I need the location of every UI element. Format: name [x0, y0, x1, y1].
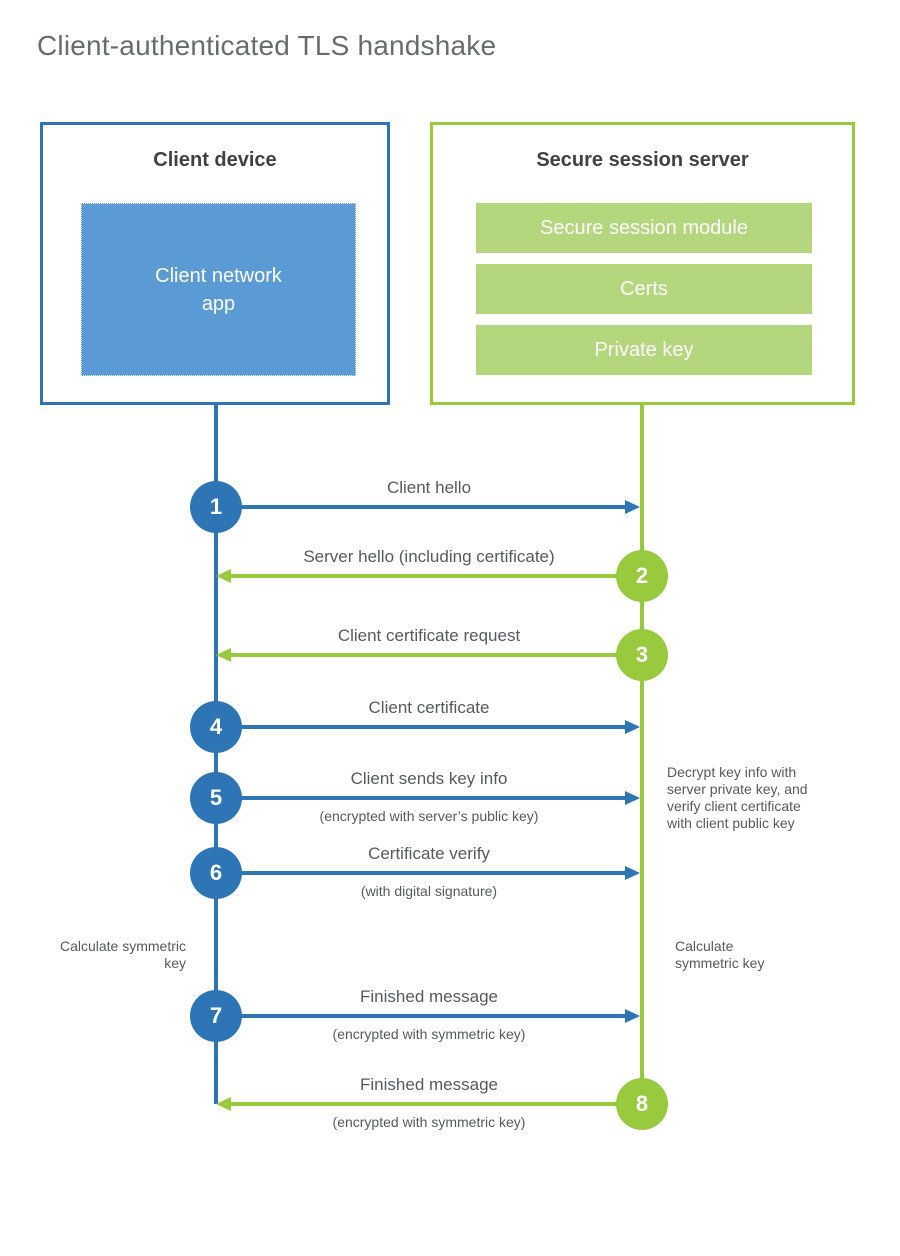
step-5-arrowhead-icon	[625, 791, 640, 805]
step-1-arrowhead-icon	[625, 500, 640, 514]
step-3-arrow	[231, 653, 642, 657]
step-8-arrow	[231, 1102, 642, 1106]
step-3-arrowhead-icon	[216, 648, 231, 662]
step-6-sublabel: (with digital signature)	[360, 883, 498, 899]
client-calculate-key-note: Calculate symmetric key	[59, 938, 186, 971]
step-8-circle: 8	[616, 1078, 668, 1130]
server-module-private-key: Private key	[476, 325, 812, 375]
step-4-arrow	[216, 725, 625, 729]
step-7-arrow	[216, 1014, 625, 1018]
step-5-label: Client sends key info	[350, 769, 508, 788]
step-4-circle: 4	[190, 701, 242, 753]
step-3-circle: 3	[616, 629, 668, 681]
client-device-box: Client device Client network app	[40, 122, 390, 405]
step-4-arrowhead-icon	[625, 720, 640, 734]
step-5-sublabel: (encrypted with server’s public key)	[319, 808, 539, 824]
step-2-arrow	[231, 574, 642, 578]
step-7-label: Finished message	[360, 987, 498, 1006]
page-title: Client-authenticated TLS handshake	[37, 30, 497, 61]
client-network-app-box: Client network app	[81, 203, 356, 376]
client-device-title: Client device	[153, 149, 277, 171]
step-1-arrow	[216, 505, 625, 509]
step-5-arrow	[216, 796, 625, 800]
step-1-circle: 1	[190, 481, 242, 533]
step-7-arrowhead-icon	[625, 1009, 640, 1023]
step-5-circle: 5	[190, 772, 242, 824]
step-8-sublabel: (encrypted with symmetric key)	[332, 1114, 526, 1130]
secure-session-server-title: Secure session server	[536, 149, 749, 171]
server-calculate-key-note: Calculate symmetric key	[675, 938, 765, 971]
server-lifeline	[640, 405, 644, 1104]
step-2-arrowhead-icon	[216, 569, 231, 583]
client-lifeline	[214, 405, 218, 1104]
server-decrypt-note: Decrypt key info with server private key…	[667, 764, 808, 831]
secure-session-server-box: Secure session server Secure session mod…	[430, 122, 855, 405]
server-module-secure-session: Secure session module	[476, 203, 812, 253]
step-1-label: Client hello	[386, 478, 472, 497]
step-2-circle: 2	[616, 550, 668, 602]
step-8-arrowhead-icon	[216, 1097, 231, 1111]
client-network-app-label: Client network app	[155, 264, 282, 315]
step-7-circle: 7	[190, 990, 242, 1042]
step-6-arrowhead-icon	[625, 866, 640, 880]
step-2-label: Server hello (including certificate)	[303, 547, 555, 566]
step-6-circle: 6	[190, 847, 242, 899]
step-3-label: Client certificate request	[337, 626, 521, 645]
step-6-label: Certificate verify	[368, 844, 490, 863]
step-8-label: Finished message	[360, 1075, 498, 1094]
server-module-certs: Certs	[476, 264, 812, 314]
step-7-sublabel: (encrypted with symmetric key)	[332, 1026, 526, 1042]
step-4-label: Client certificate	[368, 698, 490, 717]
step-6-arrow	[216, 871, 625, 875]
